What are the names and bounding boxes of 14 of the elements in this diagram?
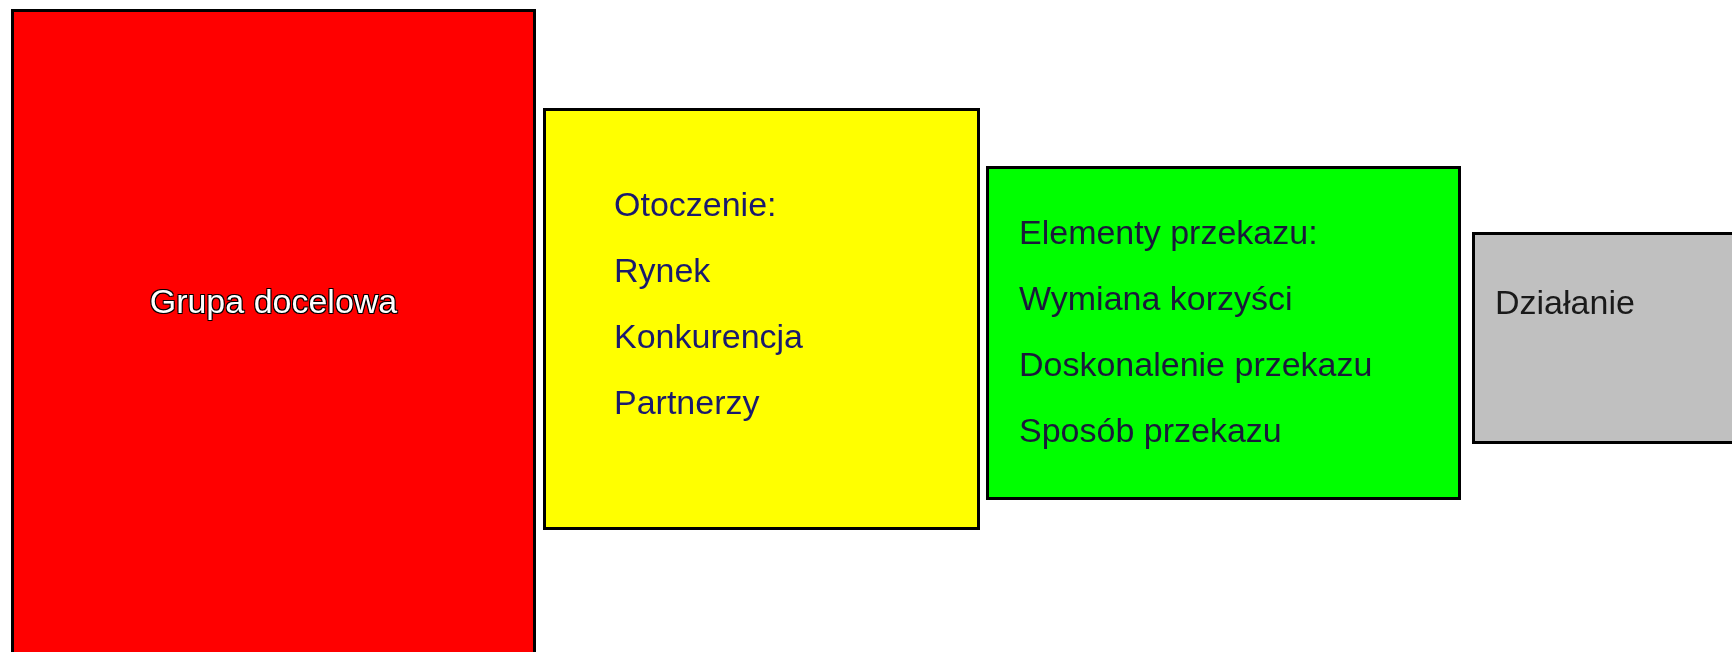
list-item: Doskonalenie przekazu [1019, 344, 1373, 385]
block-panel [1472, 232, 1732, 444]
list-item: Konkurencja [614, 316, 803, 357]
block-label: Działanie [1495, 282, 1635, 323]
list-item: Rynek [614, 250, 711, 291]
list-item: Wymiana korzyści [1019, 278, 1293, 319]
block-panel [11, 9, 536, 652]
list-item: Partnerzy [614, 382, 760, 423]
list-item: Sposób przekazu [1019, 410, 1282, 451]
block-panel [543, 108, 980, 530]
block-label: Grupa docelowa [148, 281, 399, 322]
heading-text: Otoczenie: [614, 184, 777, 225]
block-panel [986, 166, 1461, 500]
heading-text: Elementy przekazu: [1019, 212, 1318, 253]
